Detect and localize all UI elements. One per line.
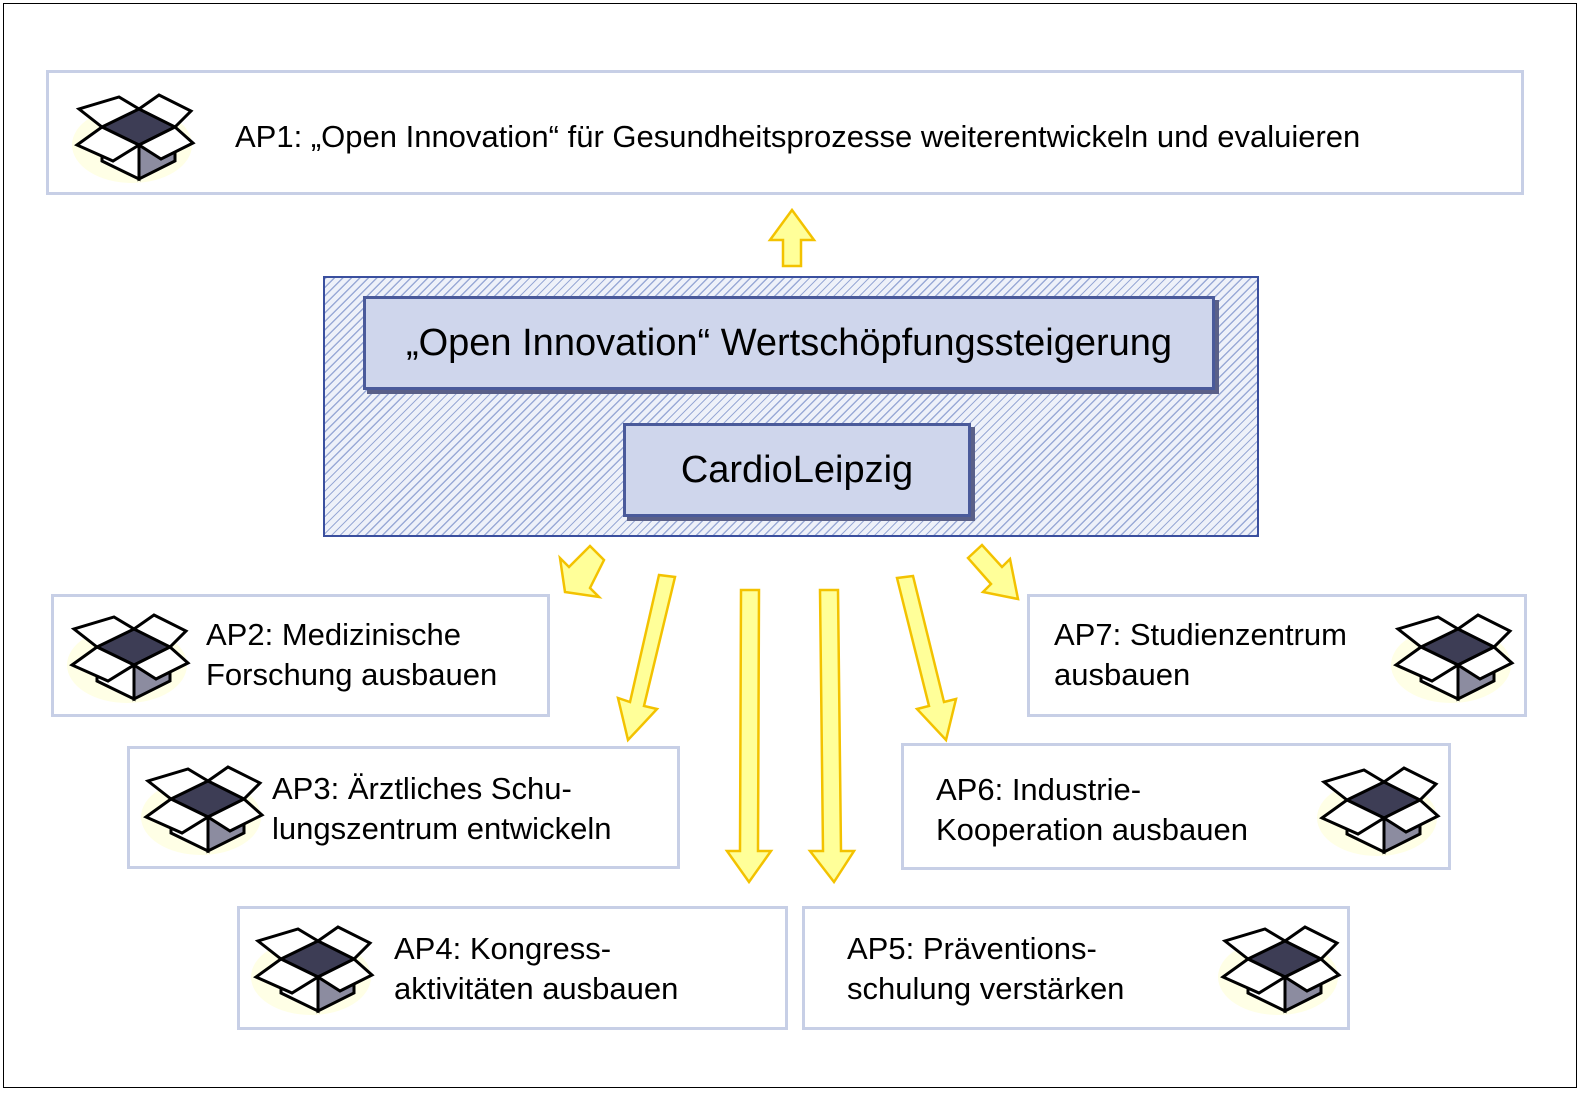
work-package-ap7: AP7: Studienzentrum ausbauen <box>1027 594 1527 717</box>
ap4-line-1: AP4: Kongress- <box>394 931 612 966</box>
open-box-icon <box>1317 766 1441 856</box>
ap2-line-1: AP2: Medizinische <box>206 617 462 652</box>
arrow-to-ap1 <box>767 207 817 268</box>
arrow-to-ap7 <box>966 543 1020 601</box>
ap3-line-1: AP3: Ärztliches Schu- <box>272 771 572 806</box>
arrow-to-ap5 <box>807 588 857 885</box>
arrow-to-ap3 <box>616 573 677 743</box>
ap4-label: AP4: Kongress- aktivitäten ausbauen <box>394 929 678 1009</box>
cardioleipzig-box: CardioLeipzig <box>623 423 971 517</box>
ap1-line-1: AP1: „Open Innovation“ für Gesundheitspr… <box>235 119 1361 154</box>
ap7-line-1: AP7: Studienzentrum <box>1054 617 1347 652</box>
ap6-label: AP6: Industrie- Kooperation ausbauen <box>936 770 1248 850</box>
ap6-line-2: Kooperation ausbauen <box>936 812 1248 847</box>
ap2-line-2: Forschung ausbauen <box>206 657 498 692</box>
ap5-label: AP5: Präventions- schulung verstärken <box>847 929 1124 1009</box>
work-package-ap3: AP3: Ärztliches Schu- lungszentrum entwi… <box>127 746 680 869</box>
work-package-ap1: AP1: „Open Innovation“ für Gesundheitspr… <box>46 70 1524 195</box>
open-box-icon <box>67 613 191 703</box>
work-package-ap2: AP2: Medizinische Forschung ausbauen <box>51 594 550 717</box>
center-subtitle: CardioLeipzig <box>680 448 914 491</box>
diagram-frame <box>3 3 1577 1088</box>
open-box-icon <box>1391 613 1515 703</box>
open-innovation-box: „Open Innovation“ Wertschöpfungssteigeru… <box>363 296 1215 390</box>
ap2-label: AP2: Medizinische Forschung ausbauen <box>206 615 497 695</box>
ap7-line-2: ausbauen <box>1054 657 1191 692</box>
open-box-icon <box>1218 925 1342 1015</box>
open-box-icon <box>141 765 265 855</box>
work-package-ap4: AP4: Kongress- aktivitäten ausbauen <box>237 906 788 1030</box>
ap1-label: AP1: „Open Innovation“ für Gesundheitspr… <box>235 117 1360 157</box>
arrow-to-ap4 <box>724 588 774 885</box>
center-title: „Open Innovation“ Wertschöpfungssteigeru… <box>405 321 1173 364</box>
ap5-line-1: AP5: Präventions- <box>847 931 1097 966</box>
arrow-to-ap6 <box>895 574 958 743</box>
work-package-ap5: AP5: Präventions- schulung verstärken <box>802 906 1350 1030</box>
arrow-to-ap2 <box>558 544 606 599</box>
ap4-line-2: aktivitäten ausbauen <box>394 971 679 1006</box>
ap6-line-1: AP6: Industrie- <box>936 772 1142 807</box>
ap5-line-2: schulung verstärken <box>847 971 1125 1006</box>
central-block: „Open Innovation“ Wertschöpfungssteigeru… <box>323 276 1259 537</box>
ap3-line-2: lungszentrum entwickeln <box>272 811 612 846</box>
open-box-icon <box>251 925 375 1015</box>
work-package-ap6: AP6: Industrie- Kooperation ausbauen <box>901 743 1451 870</box>
open-box-icon <box>72 93 196 183</box>
ap3-label: AP3: Ärztliches Schu- lungszentrum entwi… <box>272 769 611 849</box>
ap7-label: AP7: Studienzentrum ausbauen <box>1054 615 1347 695</box>
